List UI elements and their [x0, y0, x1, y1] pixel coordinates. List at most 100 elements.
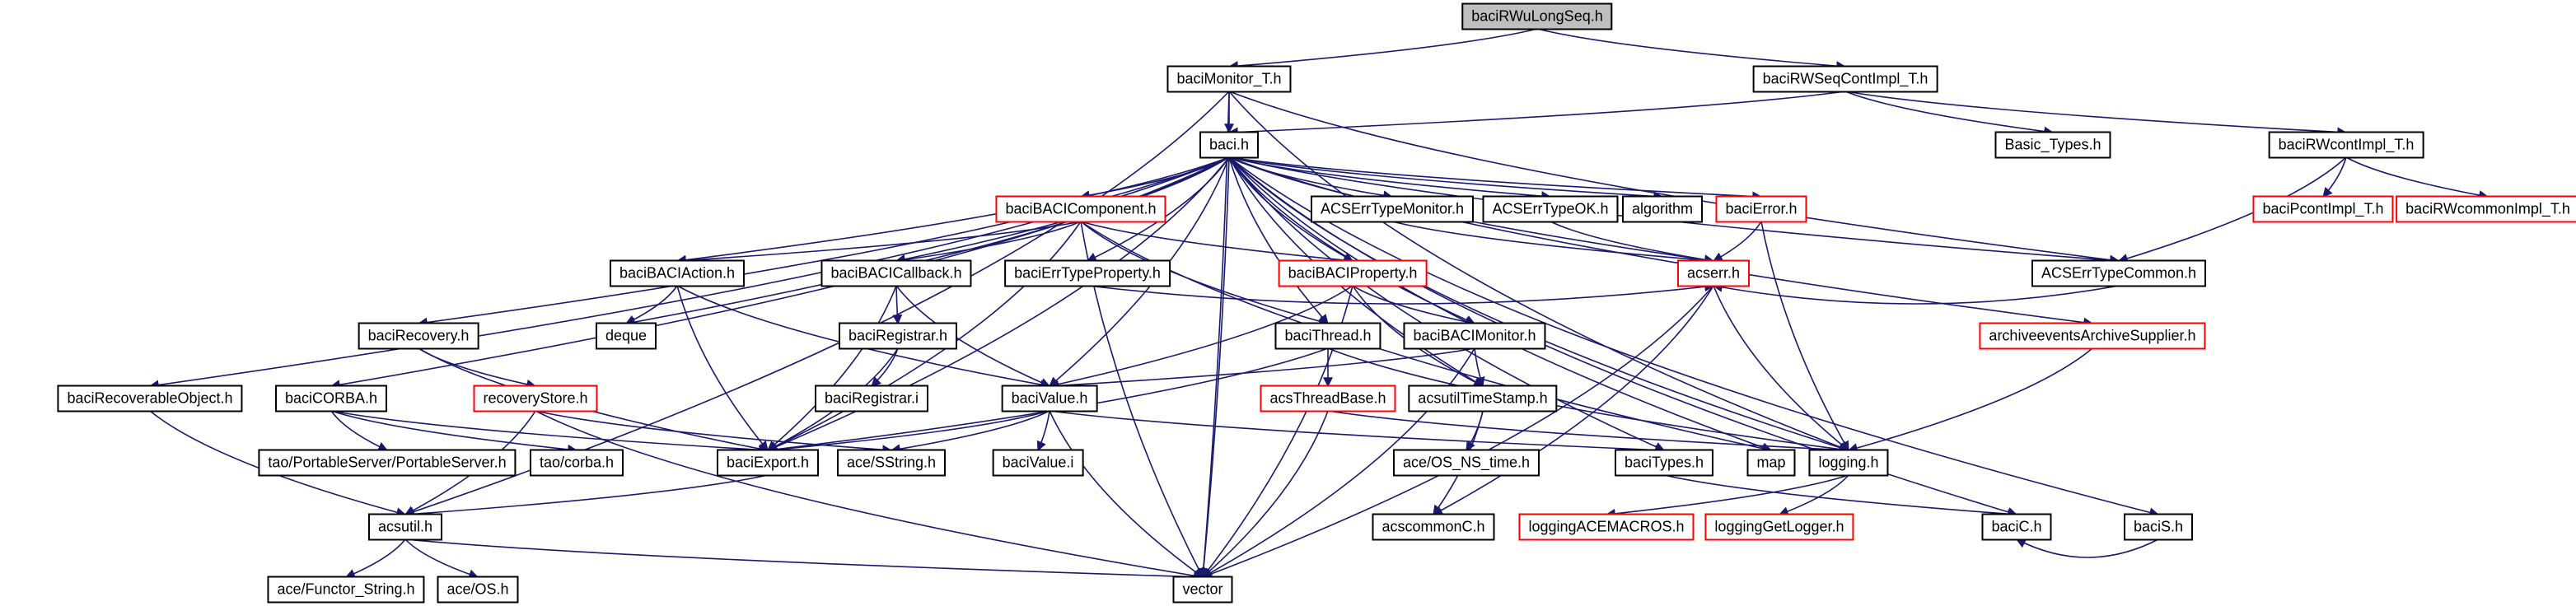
include-edge: [1228, 91, 1850, 452]
graph-node-loggingacemacros-h[interactable]: loggingACEMACROS.h: [1518, 513, 1695, 541]
graph-node-bacierror-h[interactable]: baciError.h: [1715, 195, 1807, 223]
graph-node-baciexport-h[interactable]: baciExport.h: [716, 449, 820, 477]
graph-node-bacimonitor-t-h[interactable]: baciMonitor_T.h: [1166, 65, 1292, 93]
graph-node-bacivalue-h[interactable]: baciValue.h: [1001, 385, 1098, 413]
graph-node-ace-sstring-h[interactable]: ace/SString.h: [836, 449, 947, 477]
graph-node-vector[interactable]: vector: [1172, 576, 1233, 604]
graph-node-acsutiltimestamp-h[interactable]: acsutilTimeStamp.h: [1408, 385, 1558, 413]
include-edge: [1760, 221, 1849, 452]
graph-node-acscommonc-h[interactable]: acscommonC.h: [1372, 513, 1495, 541]
graph-node-tao-corba-h[interactable]: tao/corba.h: [529, 449, 624, 477]
graph-node-ace-functor-string-h[interactable]: ace/Functor_String.h: [267, 576, 425, 604]
graph-node-acserr-h[interactable]: acserr.h: [1676, 259, 1751, 287]
include-edge: [1663, 474, 2018, 520]
graph-node-bacipcontimpl-t-h[interactable]: baciPcontImpl_T.h: [2252, 195, 2394, 223]
include-edge: [895, 221, 1082, 265]
include-edge: [1844, 91, 2348, 138]
graph-node-tao-portableserver-portableserver-h[interactable]: tao/PortableServer/PortableServer.h: [258, 449, 517, 477]
graph-node-basic-types-h[interactable]: Basic_Types.h: [1994, 131, 2111, 159]
graph-node-bacivalue-i[interactable]: baciValue.i: [992, 449, 1084, 477]
include-edge: [1087, 282, 1715, 305]
include-edge: [1202, 410, 1329, 578]
graph-node-ace-os-ns-time-h[interactable]: ace/OS_NS_time.h: [1392, 449, 1540, 477]
include-edge: [404, 538, 1204, 582]
include-edge: [1847, 347, 2093, 453]
graph-node-bacis-h[interactable]: baciS.h: [2123, 513, 2194, 541]
graph-node-deque[interactable]: deque: [595, 322, 657, 350]
graph-node-bacirecoverableobject-h[interactable]: baciRecoverableObject.h: [57, 385, 243, 413]
include-edge: [1605, 474, 1849, 519]
graph-node-algorithm[interactable]: algorithm: [1621, 195, 1704, 223]
include-edge: [1713, 285, 1849, 451]
graph-node-bacicorba-h[interactable]: baciCORBA.h: [274, 385, 388, 413]
include-edge: [404, 474, 769, 520]
include-edge: [871, 347, 899, 387]
include-edge: [330, 410, 578, 454]
include-edge: [417, 156, 1230, 328]
graph-node-baciregistrar-h[interactable]: baciRegistrar.h: [838, 322, 958, 350]
graph-node-acserrtypecommon-h[interactable]: ACSErrTypeCommon.h: [2031, 259, 2207, 287]
include-edge: [767, 285, 897, 451]
include-edge: [1199, 156, 1230, 579]
include-edge: [1536, 28, 1847, 72]
include-edge: [1201, 285, 1714, 579]
graph-node-ace-os-h[interactable]: ace/OS.h: [437, 576, 519, 604]
include-edge: [1712, 282, 2120, 305]
include-edge: [1227, 28, 1538, 72]
include-edge: [149, 410, 407, 517]
graph-node-bacierrtypeproperty-h[interactable]: baciErrTypeProperty.h: [1004, 259, 1171, 287]
include-edge: [1048, 347, 1475, 391]
include-edge: [1201, 347, 1475, 578]
graph-node-bacirwseqcontimpl-t-h[interactable]: baciRWSeqContImpl_T.h: [1752, 65, 1938, 93]
include-edge: [1080, 221, 1354, 265]
graph-node-archiveeventsarchivesupplier-h[interactable]: archiveeventsArchiveSupplier.h: [1979, 322, 2206, 350]
include-edge: [2015, 538, 2159, 558]
include-edge: [1036, 410, 1050, 452]
include-edge: [766, 347, 1329, 454]
include-edge: [890, 410, 1050, 454]
include-edge: [1432, 285, 1714, 515]
include-edge: [1049, 410, 1204, 578]
graph-node-recoverystore-h[interactable]: recoveryStore.h: [473, 385, 598, 413]
include-edge: [624, 285, 678, 324]
graph-node-bacibaciproperty-h[interactable]: baciBACIProperty.h: [1278, 259, 1428, 287]
include-edge: [2322, 156, 2347, 198]
include-edge: [892, 285, 903, 325]
graph-node-bacirwcommonimpl-t-h[interactable]: baciRWcommonImpl_T.h: [2396, 195, 2576, 223]
graph-node-bacibacicomponent-h[interactable]: baciBACIComponent.h: [995, 195, 1166, 223]
graph-node-bacithread-h[interactable]: baciThread.h: [1274, 322, 1382, 350]
graph-node-bacic-h[interactable]: baciC.h: [1981, 513, 2052, 541]
include-edge: [1352, 285, 1484, 387]
include-edge: [1327, 410, 1850, 455]
graph-node-map[interactable]: map: [1746, 449, 1796, 477]
include-edge: [1391, 221, 1715, 266]
graph-node-logginggetlogger-h[interactable]: loggingGetLogger.h: [1704, 513, 1854, 541]
graph-node-baci-h[interactable]: baci.h: [1199, 131, 1260, 159]
include-edge: [766, 221, 1082, 451]
graph-node-bacitypes-h[interactable]: baciTypes.h: [1614, 449, 1714, 477]
graph-node-bacirecovery-h[interactable]: baciRecovery.h: [358, 322, 479, 350]
include-edge: [676, 285, 1051, 389]
graph-node-bacibacimonitor-h[interactable]: baciBACIMonitor.h: [1403, 322, 1546, 350]
graph-node-bacibacicallback-h[interactable]: baciBACICallback.h: [820, 259, 972, 287]
graph-node-bacibaciaction-h[interactable]: baciBACIAction.h: [609, 259, 746, 287]
include-edge: [1228, 156, 1763, 202]
include-edge: [1466, 410, 1484, 452]
graph-node-acserrtypeok-h[interactable]: ACSErrTypeOK.h: [1482, 195, 1619, 223]
graph-node-acsutil-h[interactable]: acsutil.h: [367, 513, 443, 541]
include-edge: [1712, 221, 1762, 262]
include-edge: [1228, 91, 2120, 265]
graph-node-acserrtypemonitor-h[interactable]: ACSErrTypeMonitor.h: [1310, 195, 1475, 223]
include-edge: [1352, 285, 1476, 327]
graph-node-bacirwcontimpl-t-h[interactable]: baciRWcontImpl_T.h: [2268, 131, 2424, 159]
graph-node-acsthreadbase-h[interactable]: acsThreadBase.h: [1260, 385, 1396, 413]
include-edge: [1844, 91, 2055, 137]
include-edge: [404, 538, 479, 580]
include-edge: [2345, 156, 2490, 200]
graph-node-baciregistrar-i[interactable]: baciRegistrar.i: [814, 385, 929, 413]
graph-node-logging-h[interactable]: logging.h: [1808, 449, 1889, 477]
include-edge: [1228, 156, 1354, 262]
include-edge: [330, 410, 769, 455]
include-edge: [624, 156, 1230, 327]
